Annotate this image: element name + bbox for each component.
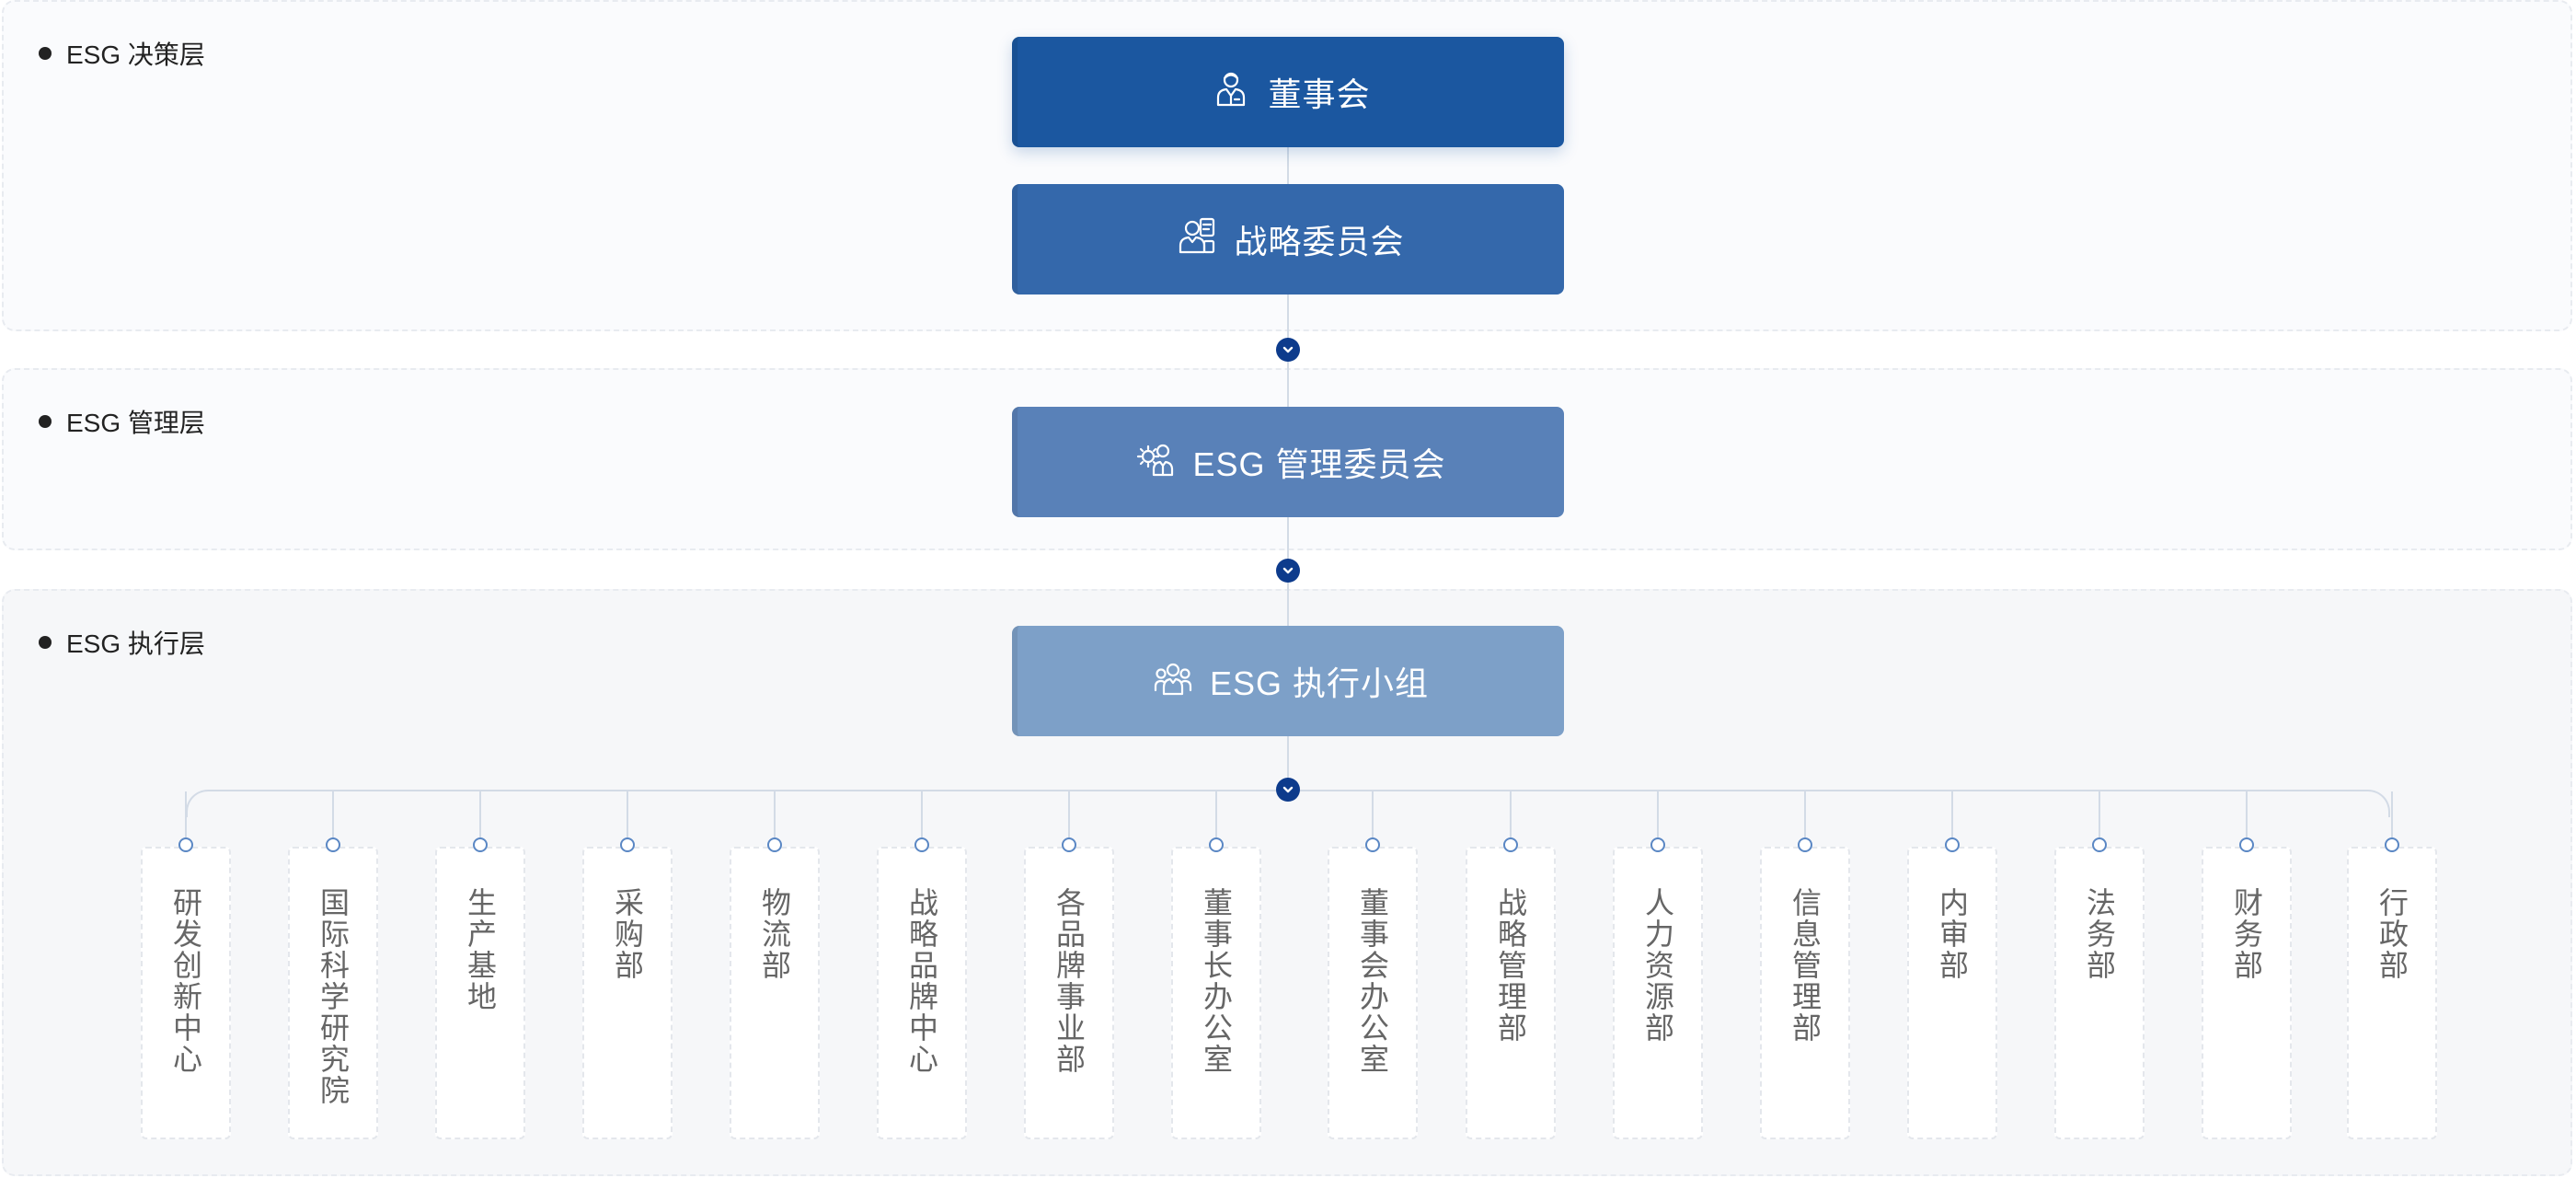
- connector-circle-icon: [326, 837, 340, 852]
- connector-circle-icon: [473, 837, 488, 852]
- department-label: 采购部: [611, 887, 644, 981]
- department-connector: [2246, 791, 2248, 847]
- department-label: 财务部: [2230, 887, 2263, 981]
- execution-layer-label: ESG 执行层: [39, 624, 205, 661]
- department-connector: [1804, 791, 1806, 847]
- department-label: 法务部: [2083, 887, 2116, 981]
- management-layer-title: ESG 管理层: [66, 409, 205, 437]
- department-box: 法务部: [2054, 847, 2145, 1139]
- department-connector: [2099, 791, 2100, 847]
- strategy-committee-node: 战略委员会: [1012, 184, 1564, 294]
- department-box: 物流部: [730, 847, 820, 1139]
- department-label: 信息管理部: [1788, 887, 1822, 1044]
- esg-group-label: ESG 执行小组: [1209, 664, 1430, 702]
- department-connector: [774, 791, 776, 847]
- department-connector: [1657, 791, 1659, 847]
- department-box: 采购部: [582, 847, 673, 1139]
- execution-layer-title: ESG 执行层: [66, 629, 205, 658]
- board-node: 董事会: [1012, 37, 1564, 147]
- chevron-down-icon: [1276, 338, 1300, 362]
- department-connector: [1372, 791, 1374, 847]
- department-label: 生产基地: [464, 887, 497, 1012]
- connector-circle-icon: [1062, 837, 1076, 852]
- department-connector: [2391, 791, 2393, 847]
- connector-circle-icon: [914, 837, 929, 852]
- department-label: 董事会办公室: [1356, 887, 1389, 1075]
- department-box: 各品牌事业部: [1024, 847, 1114, 1139]
- bullet-dot: [39, 415, 52, 428]
- strategy-committee-icon: [1177, 215, 1217, 264]
- department-connector: [921, 791, 923, 847]
- bullet-dot: [39, 47, 52, 60]
- team-icon: [1153, 657, 1193, 706]
- connector-circle-icon: [620, 837, 635, 852]
- esg-committee-label: ESG 管理委员会: [1192, 445, 1446, 483]
- connector-circle-icon: [1650, 837, 1665, 852]
- connector-circle-icon: [1503, 837, 1518, 852]
- connector-line: [1287, 736, 1289, 790]
- department-box: 信息管理部: [1760, 847, 1850, 1139]
- gear-team-icon: [1135, 438, 1176, 487]
- bullet-dot: [39, 636, 52, 649]
- department-label: 内审部: [1936, 887, 1969, 981]
- department-label: 战略品牌中心: [905, 887, 938, 1075]
- department-box: 董事会办公室: [1328, 847, 1418, 1139]
- department-label: 各品牌事业部: [1052, 887, 1086, 1075]
- department-connector: [332, 791, 334, 847]
- esg-group-node: ESG 执行小组: [1012, 626, 1564, 736]
- department-box: 财务部: [2202, 847, 2292, 1139]
- department-label: 人力资源部: [1641, 887, 1674, 1044]
- department-label: 研发创新中心: [169, 887, 202, 1075]
- connector-line: [1287, 147, 1289, 184]
- department-label: 董事长办公室: [1200, 887, 1233, 1075]
- connector-circle-icon: [2239, 837, 2254, 852]
- management-layer-label: ESG 管理层: [39, 403, 205, 440]
- department-box: 行政部: [2347, 847, 2437, 1139]
- department-box: 内审部: [1907, 847, 1997, 1139]
- board-label: 董事会: [1268, 75, 1371, 113]
- connector-circle-icon: [1798, 837, 1812, 852]
- department-connector: [185, 791, 187, 847]
- department-box: 董事长办公室: [1171, 847, 1261, 1139]
- department-box: 国际科学研究院: [288, 847, 378, 1139]
- department-connector: [1951, 791, 1953, 847]
- chevron-down-icon: [1276, 559, 1300, 583]
- department-connector: [1215, 791, 1217, 847]
- connector-circle-icon: [178, 837, 193, 852]
- director-icon: [1211, 68, 1251, 117]
- strategy-committee-label: 战略委员会: [1234, 223, 1405, 260]
- department-box: 战略品牌中心: [877, 847, 967, 1139]
- department-connector: [1068, 791, 1070, 847]
- department-connector: [627, 791, 628, 847]
- decision-layer-label: ESG 决策层: [39, 35, 205, 72]
- department-label: 国际科学研究院: [316, 887, 350, 1106]
- decision-layer-title: ESG 决策层: [66, 40, 205, 69]
- connector-circle-icon: [1365, 837, 1380, 852]
- department-box: 战略管理部: [1466, 847, 1556, 1139]
- connector-circle-icon: [1209, 837, 1224, 852]
- esg-committee-node: ESG 管理委员会: [1012, 407, 1564, 517]
- connector-circle-icon: [2385, 837, 2399, 852]
- department-connector: [1510, 791, 1512, 847]
- department-label: 物流部: [758, 887, 791, 981]
- connector-circle-icon: [1945, 837, 1960, 852]
- department-box: 生产基地: [435, 847, 525, 1139]
- chevron-down-icon: [1276, 778, 1300, 802]
- department-box: 人力资源部: [1613, 847, 1703, 1139]
- department-box: 研发创新中心: [141, 847, 231, 1139]
- department-label: 行政部: [2375, 887, 2409, 981]
- department-connector: [479, 791, 481, 847]
- connector-circle-icon: [767, 837, 782, 852]
- department-label: 战略管理部: [1494, 887, 1527, 1044]
- connector-circle-icon: [2092, 837, 2107, 852]
